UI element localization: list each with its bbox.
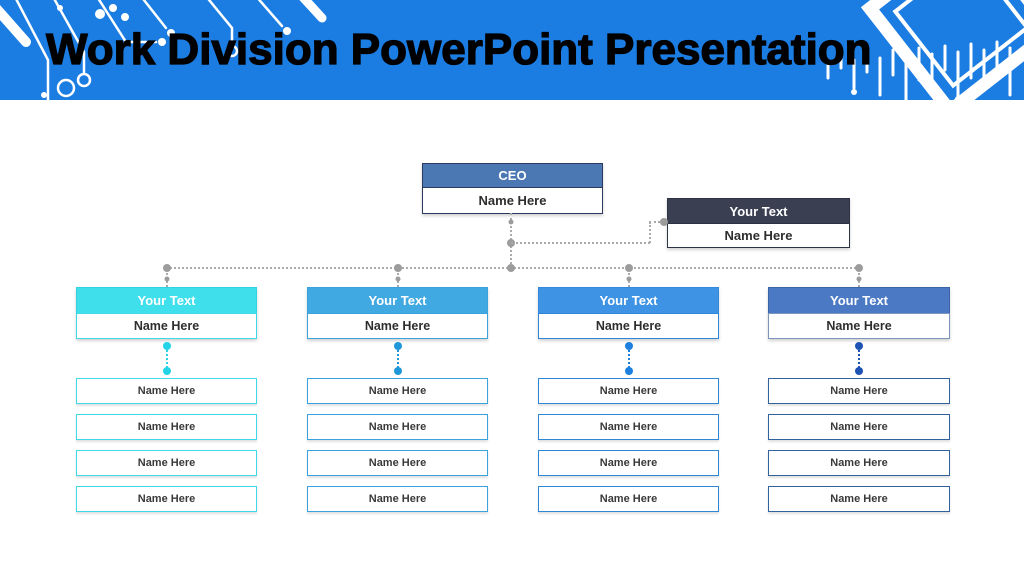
column-1-name: Name Here bbox=[133, 319, 200, 333]
connector-assistant-horizontal bbox=[511, 242, 650, 244]
connector-node bbox=[626, 276, 632, 282]
ceo-name: Name Here bbox=[478, 193, 547, 208]
connector-node bbox=[394, 264, 402, 272]
column-4-drop-dot bbox=[855, 342, 863, 350]
connector-node bbox=[856, 276, 862, 282]
assistant-box[interactable]: Your Text Name Here bbox=[667, 198, 850, 248]
cpu-chip-icon bbox=[826, 0, 1024, 104]
item-label: Name Here bbox=[599, 457, 658, 469]
column-4-title: Your Text bbox=[829, 293, 889, 308]
item-label: Name Here bbox=[137, 493, 196, 505]
column-3-item-3[interactable]: Name Here bbox=[538, 450, 719, 476]
column-1-item-4[interactable]: Name Here bbox=[76, 486, 257, 512]
column-1-header-box[interactable]: Your Text Name Here bbox=[76, 287, 257, 339]
item-label: Name Here bbox=[368, 457, 427, 469]
item-label: Name Here bbox=[830, 385, 888, 397]
column-2-drop-dot bbox=[394, 342, 402, 350]
column-2-item-1[interactable]: Name Here bbox=[307, 378, 488, 404]
column-3-drop-line bbox=[628, 345, 630, 372]
connector-assistant-stub bbox=[649, 221, 664, 223]
item-label: Name Here bbox=[830, 493, 888, 505]
item-label: Name Here bbox=[599, 421, 658, 433]
column-4-name: Name Here bbox=[826, 319, 892, 333]
column-4-item-3[interactable]: Name Here bbox=[768, 450, 950, 476]
connector-assistant-vertical bbox=[649, 222, 651, 243]
column-4-drop-line bbox=[858, 345, 860, 372]
item-label: Name Here bbox=[137, 457, 196, 469]
column-3-title: Your Text bbox=[599, 293, 658, 308]
column-1-drop-dot bbox=[163, 367, 171, 375]
column-4-item-4[interactable]: Name Here bbox=[768, 486, 950, 512]
connector-node bbox=[163, 264, 171, 272]
column-1-item-3[interactable]: Name Here bbox=[76, 450, 257, 476]
assistant-title: Your Text bbox=[729, 203, 788, 219]
column-2-header-box[interactable]: Your Text Name Here bbox=[307, 287, 488, 339]
title-banner: Work Division PowerPoint Presentation bbox=[0, 0, 1024, 104]
column-1-title: Your Text bbox=[137, 293, 196, 308]
column-4-header-box[interactable]: Your Text Name Here bbox=[768, 287, 950, 339]
item-label: Name Here bbox=[599, 385, 658, 397]
connector-node bbox=[508, 219, 514, 225]
item-label: Name Here bbox=[830, 421, 888, 433]
column-2-item-4[interactable]: Name Here bbox=[307, 486, 488, 512]
column-4-item-1[interactable]: Name Here bbox=[768, 378, 950, 404]
item-label: Name Here bbox=[137, 385, 196, 397]
column-2-drop-line bbox=[397, 345, 399, 372]
ceo-title: CEO bbox=[498, 168, 527, 183]
connector-node bbox=[855, 264, 863, 272]
item-label: Name Here bbox=[368, 385, 427, 397]
column-3-item-1[interactable]: Name Here bbox=[538, 378, 719, 404]
column-1-drop-line bbox=[166, 345, 168, 372]
connector-node bbox=[625, 264, 633, 272]
column-2-item-2[interactable]: Name Here bbox=[307, 414, 488, 440]
item-label: Name Here bbox=[599, 493, 658, 505]
connector-node bbox=[164, 276, 170, 282]
item-label: Name Here bbox=[368, 493, 427, 505]
column-3-name: Name Here bbox=[595, 319, 662, 333]
connector-node bbox=[507, 264, 515, 272]
column-3-header-box[interactable]: Your Text Name Here bbox=[538, 287, 719, 339]
column-1-item-2[interactable]: Name Here bbox=[76, 414, 257, 440]
assistant-name: Name Here bbox=[724, 228, 793, 243]
column-3-item-4[interactable]: Name Here bbox=[538, 486, 719, 512]
column-1-drop-dot bbox=[163, 342, 171, 350]
column-1-item-1[interactable]: Name Here bbox=[76, 378, 257, 404]
ceo-box[interactable]: CEO Name Here bbox=[422, 163, 603, 214]
item-label: Name Here bbox=[830, 457, 888, 469]
item-label: Name Here bbox=[368, 421, 427, 433]
item-label: Name Here bbox=[137, 421, 196, 433]
column-2-name: Name Here bbox=[364, 319, 431, 333]
column-3-drop-dot bbox=[625, 367, 633, 375]
connector-node bbox=[395, 276, 401, 282]
column-2-item-3[interactable]: Name Here bbox=[307, 450, 488, 476]
slide-title: Work Division PowerPoint Presentation bbox=[45, 24, 872, 74]
column-4-item-2[interactable]: Name Here bbox=[768, 414, 950, 440]
circuit-traces-icon bbox=[0, 0, 327, 100]
connector-node bbox=[660, 218, 668, 226]
column-4-drop-dot bbox=[855, 367, 863, 375]
column-2-drop-dot bbox=[394, 367, 402, 375]
column-3-drop-dot bbox=[625, 342, 633, 350]
column-2-title: Your Text bbox=[368, 293, 427, 308]
column-3-item-2[interactable]: Name Here bbox=[538, 414, 719, 440]
